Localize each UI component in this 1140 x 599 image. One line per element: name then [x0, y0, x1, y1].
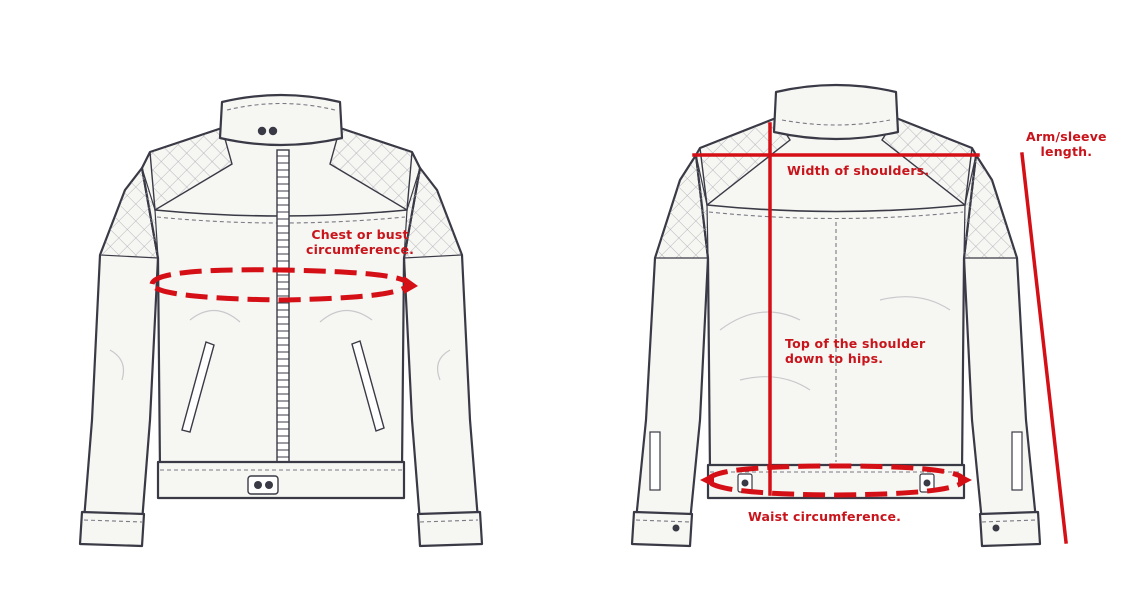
chest-arrowhead — [404, 276, 418, 294]
back-jacket-illustration — [630, 83, 1042, 548]
waist-arrowhead-right — [958, 473, 972, 487]
front-jacket-illustration — [78, 93, 484, 548]
waist-arrowhead-left — [700, 473, 714, 487]
shoulders-label: Width of shoulders. — [787, 163, 930, 178]
sleeve-label: Arm/sleeve length. — [1026, 129, 1107, 159]
length-label: Top of the shoulder down to hips. — [785, 336, 926, 366]
back-collar — [772, 83, 900, 141]
sleeve-length-line — [1020, 152, 1068, 544]
front-collar — [218, 93, 344, 147]
waist-label: Waist circumference. — [748, 509, 902, 524]
chest-label: Chest or bust circumference. — [306, 227, 415, 257]
